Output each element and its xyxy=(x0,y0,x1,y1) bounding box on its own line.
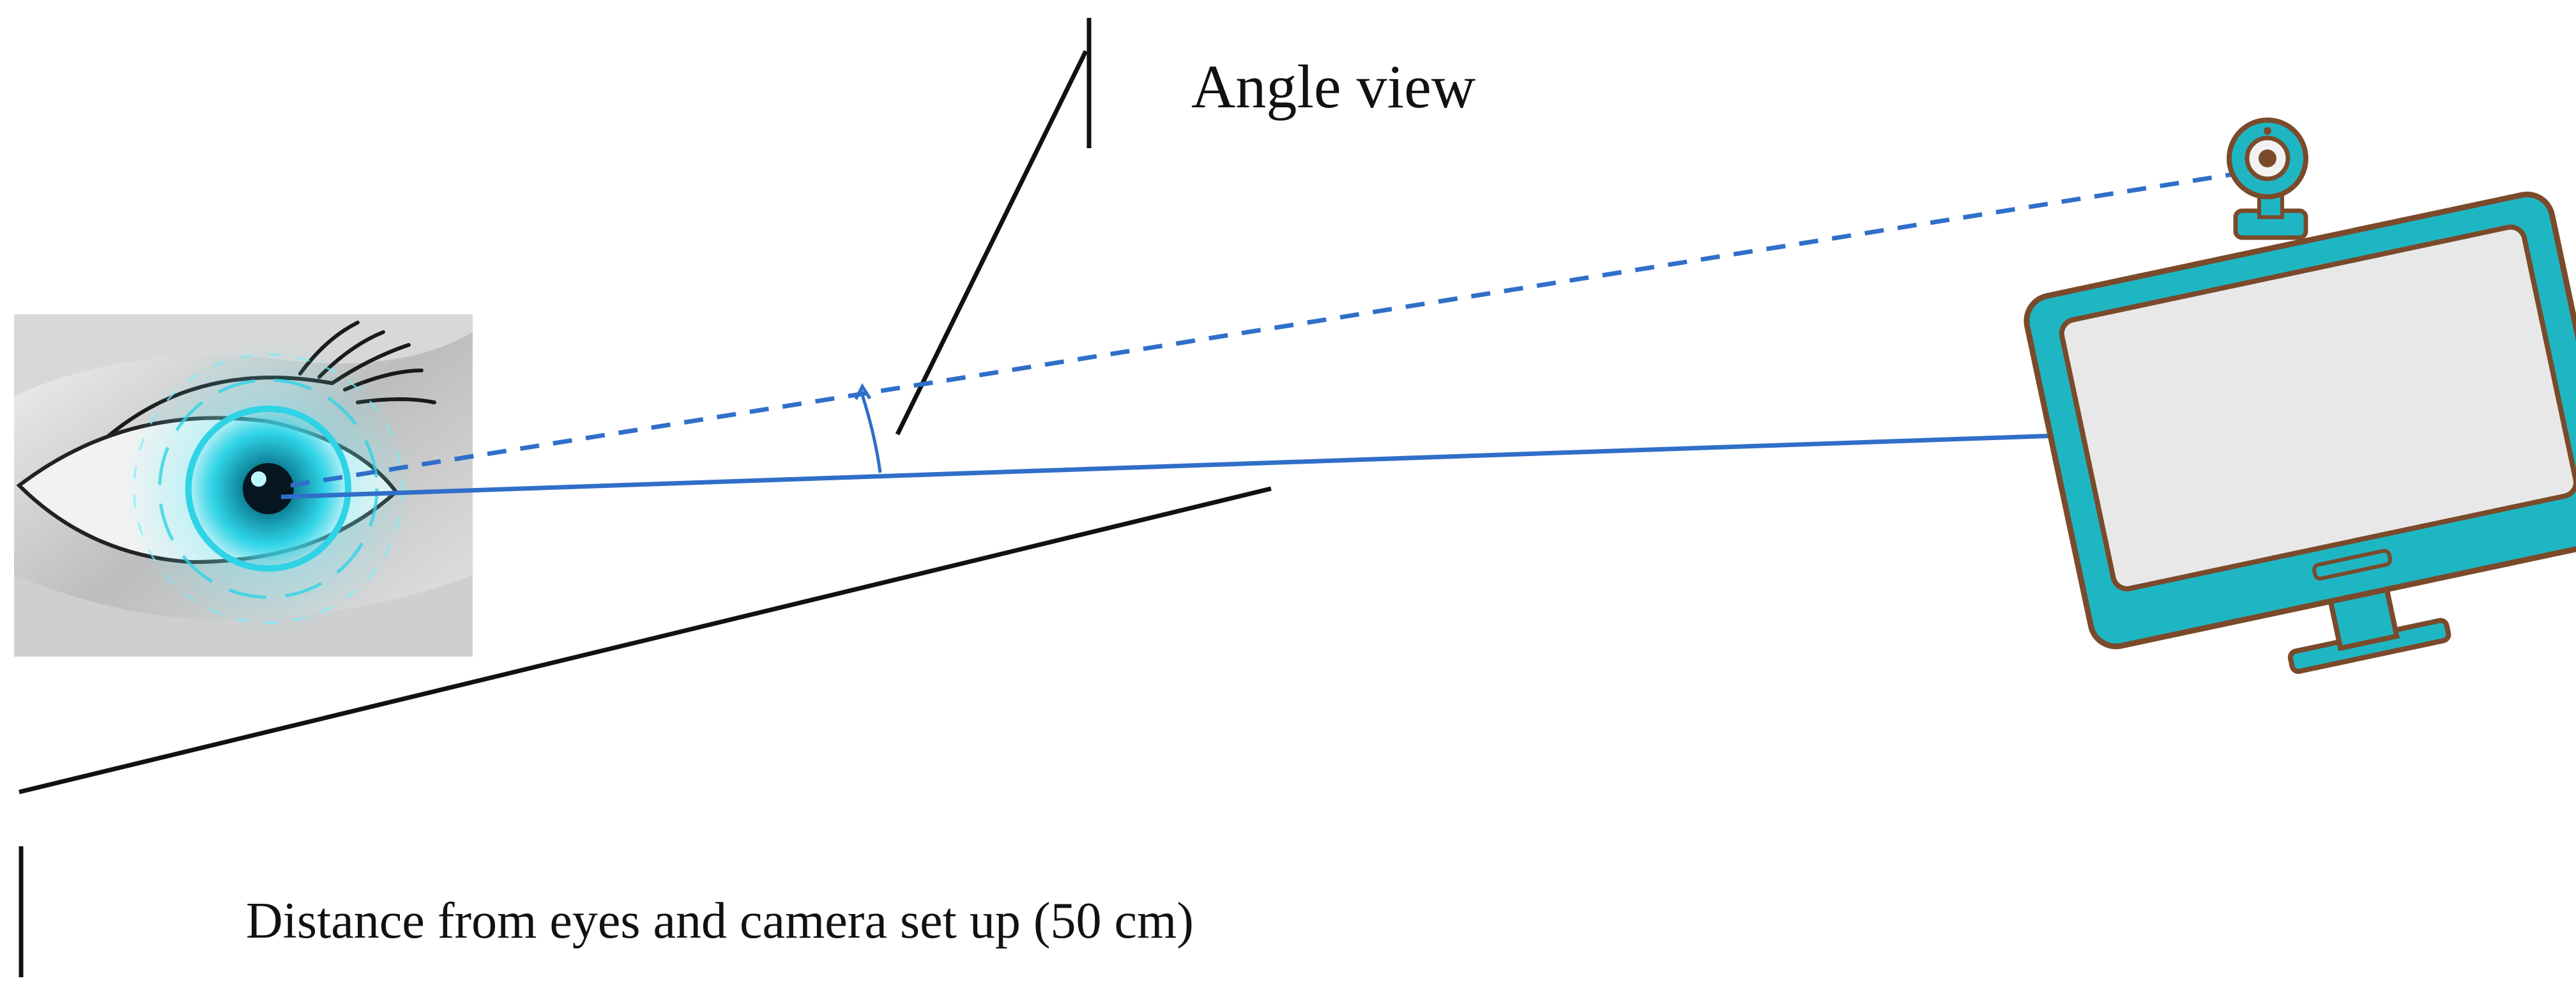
angle-arc-arrowhead xyxy=(854,383,872,400)
distance-bracket-diagonal xyxy=(19,486,1272,795)
angle-arc xyxy=(859,390,882,473)
gaze-line-arrow xyxy=(280,407,2289,499)
eye-photo-icon xyxy=(14,314,473,657)
angle-view-bracket-diagonal xyxy=(895,50,1088,436)
eye-to-camera-dashed-line xyxy=(290,167,2265,488)
angle-view-label: Angle view xyxy=(1191,52,1475,121)
monitor-icon xyxy=(2023,191,2576,674)
distance-label: Distance from eyes and camera set up (50… xyxy=(246,893,1194,949)
webcam-icon xyxy=(2227,118,2308,240)
